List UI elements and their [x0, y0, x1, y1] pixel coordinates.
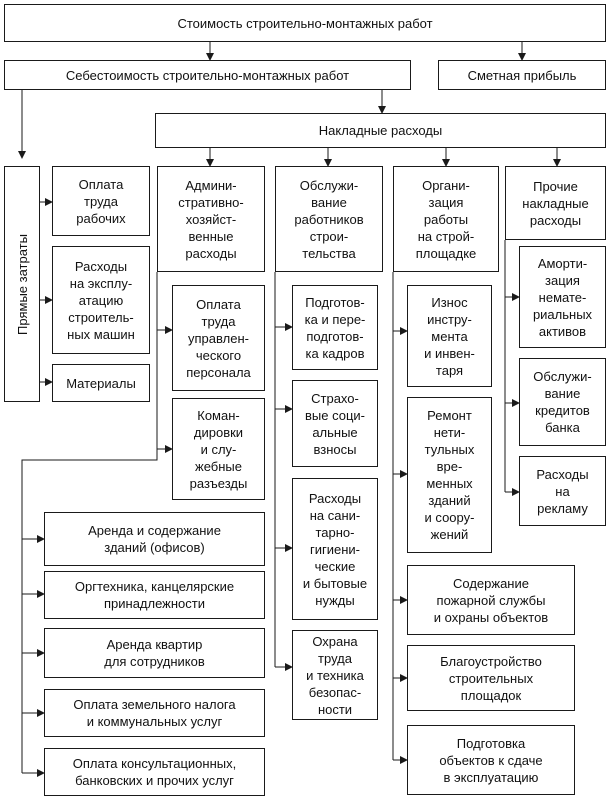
site-improvement-box: Благоустройство строительных площадок — [407, 645, 575, 711]
sanitary-expenses-box: Расходы на сани- тарно- гигиени- ческие … — [292, 478, 378, 620]
staff-service-box: Обслужи- вание работников строи- тельств… — [275, 166, 383, 272]
direct-costs-label: Прямые затраты — [14, 233, 30, 335]
overhead-costs-box: Накладные расходы — [155, 113, 606, 148]
staff-training-box: Подготов- ка и пере- подготов- ка кадров — [292, 285, 378, 370]
consulting-services-box: Оплата консультационных, банковских и пр… — [44, 748, 265, 796]
object-handover-box: Подготовка объектов к сдаче в эксплуатац… — [407, 725, 575, 795]
materials-box: Материалы — [52, 364, 150, 402]
land-tax-box: Оплата земельного налога и коммунальных … — [44, 689, 265, 737]
administrative-costs-box: Админи- стративно- хозяйст- венные расхо… — [157, 166, 265, 272]
machine-operation-box: Расходы на эксплу- атацию строитель- ных… — [52, 246, 150, 354]
temporary-buildings-repair-box: Ремонт нети- тульных вре- менных зданий … — [407, 397, 492, 553]
business-trips-box: Коман- дировки и слу- жебные разъезды — [172, 398, 265, 500]
apartment-rent-box: Аренда квартир для сотрудников — [44, 628, 265, 678]
office-equipment-box: Оргтехника, канцелярские принадлежности — [44, 571, 265, 619]
amortization-box: Аморти- зация немате- риальных активов — [519, 246, 606, 348]
other-overhead-box: Прочие накладные расходы — [505, 166, 606, 240]
advertising-box: Расходы на рекламу — [519, 456, 606, 526]
management-wages-box: Оплата труда управлен- ческого персонала — [172, 285, 265, 391]
bank-credit-service-box: Обслужи- вание кредитов банка — [519, 358, 606, 446]
workers-wages-box: Оплата труда рабочих — [52, 166, 150, 236]
office-rent-box: Аренда и содержание зданий (офисов) — [44, 512, 265, 566]
fire-service-box: Содержание пожарной службы и охраны объе… — [407, 565, 575, 635]
estimated-profit-box: Сметная прибыль — [438, 60, 606, 90]
production-cost-box: Себестоимость строительно-монтажных рабо… — [4, 60, 411, 90]
social-insurance-box: Страхо- вые соци- альные взносы — [292, 380, 378, 467]
tool-wear-box: Износ инстру- мента и инвен- таря — [407, 285, 492, 387]
site-organization-box: Органи- зация работы на строй- площадке — [393, 166, 499, 272]
direct-costs-box: Прямые затраты — [4, 166, 40, 402]
total-cost-box: Стоимость строительно-монтажных работ — [4, 4, 606, 42]
labor-safety-box: Охрана труда и техника безопас- ности — [292, 630, 378, 720]
